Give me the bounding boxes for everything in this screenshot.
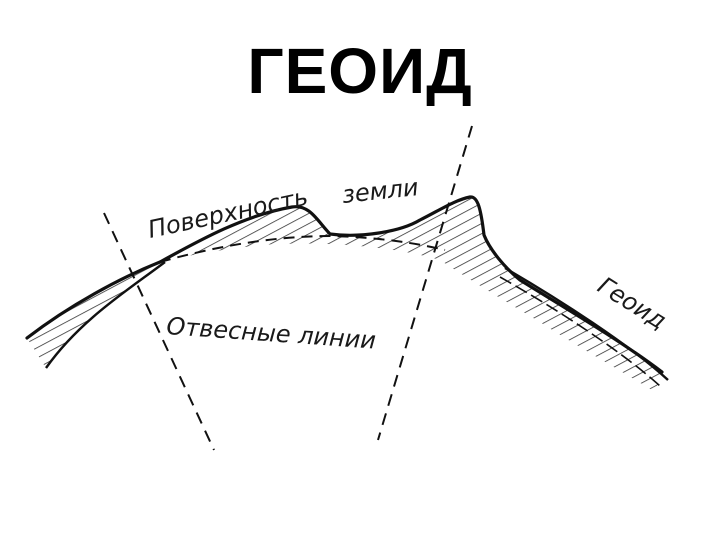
geoid-curve-right [504,266,669,381]
label-plumb-lines: Отвесные линии [166,312,377,355]
plumb-line-right [377,125,473,441]
diagram-title: ГЕОИД [247,35,473,107]
geoid-curve-right-inner [499,276,661,387]
label-geoid: Геоид [593,271,671,334]
plumb-line-left [103,212,215,451]
left-lower-edge [45,261,166,369]
geoid-dashed-line [159,234,446,263]
label-surface-2: земли [341,173,420,209]
